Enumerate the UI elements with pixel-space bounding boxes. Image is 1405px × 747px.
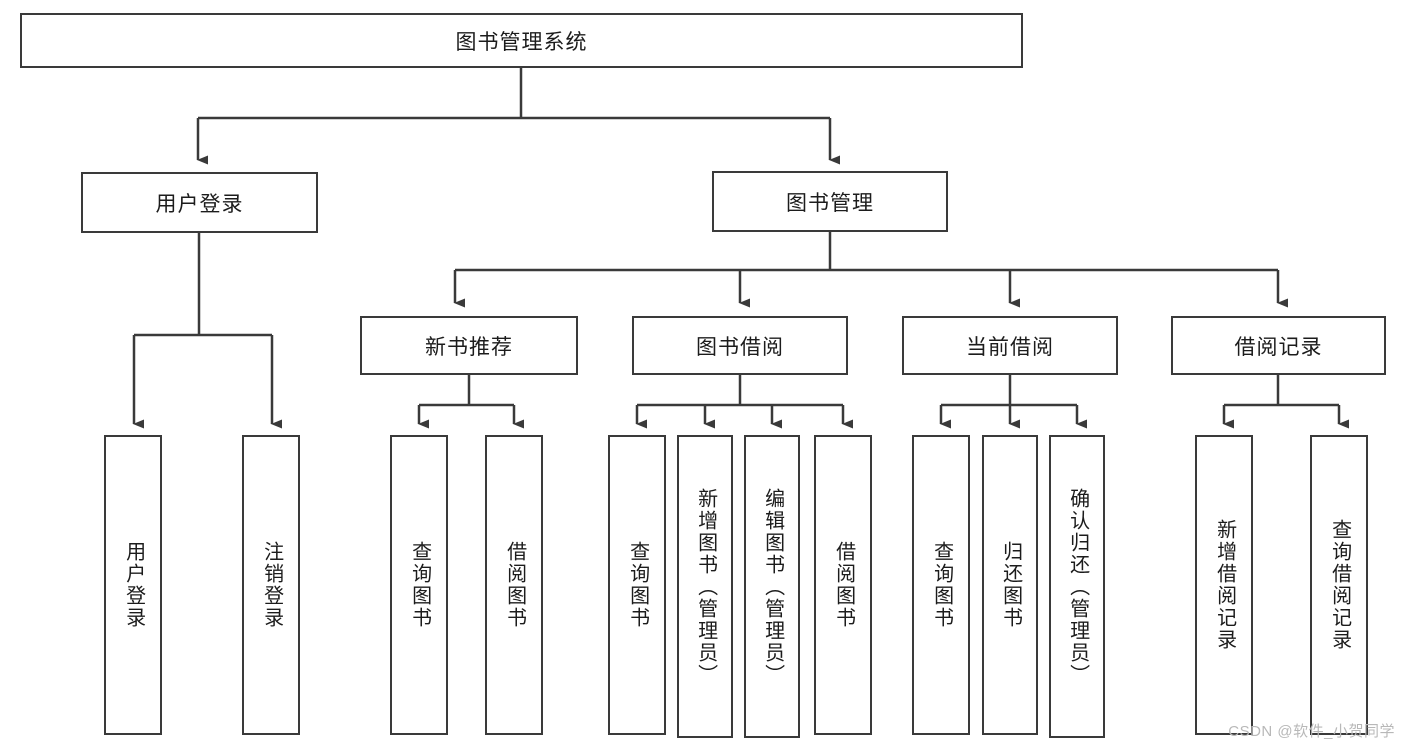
leaf-user-logout[interactable]: 注销登录 — [242, 435, 300, 735]
node-label: 确认归还（管理员） — [1066, 487, 1089, 686]
node-label: 查询借阅记录 — [1328, 519, 1351, 651]
leaf-borrow-book[interactable]: 借阅图书 — [814, 435, 872, 735]
node-label: 查询图书 — [626, 541, 649, 629]
leaf-confirm-return-admin[interactable]: 确认归还（管理员） — [1049, 435, 1105, 738]
leaf-query-borrow-record[interactable]: 查询借阅记录 — [1310, 435, 1368, 735]
node-label: 查询图书 — [408, 541, 431, 629]
leaf-borrow-book-recommend[interactable]: 借阅图书 — [485, 435, 543, 735]
leaf-return-book[interactable]: 归还图书 — [982, 435, 1038, 735]
leaf-query-book-recommend[interactable]: 查询图书 — [390, 435, 448, 735]
leaf-query-book-current[interactable]: 查询图书 — [912, 435, 970, 735]
node-root-system[interactable]: 图书管理系统 — [20, 13, 1023, 68]
leaf-add-book-admin[interactable]: 新增图书（管理员） — [677, 435, 733, 738]
node-borrow-record[interactable]: 借阅记录 — [1171, 316, 1386, 375]
watermark: CSDN @软件_小贺同学 — [1228, 723, 1395, 740]
leaf-add-borrow-record[interactable]: 新增借阅记录 — [1195, 435, 1253, 735]
node-label: 归还图书 — [999, 541, 1022, 629]
node-new-book-recommend[interactable]: 新书推荐 — [360, 316, 578, 375]
node-label: 用户登录 — [122, 541, 145, 629]
node-label: 借阅图书 — [503, 541, 526, 629]
node-user-login[interactable]: 用户登录 — [81, 172, 318, 233]
node-book-borrow[interactable]: 图书借阅 — [632, 316, 848, 375]
node-label: 注销登录 — [260, 541, 283, 629]
node-label: 新书推荐 — [425, 335, 513, 359]
node-label: 查询图书 — [930, 541, 953, 629]
leaf-edit-book-admin[interactable]: 编辑图书（管理员） — [744, 435, 800, 738]
node-label: 新增借阅记录 — [1213, 519, 1236, 651]
node-current-borrow[interactable]: 当前借阅 — [902, 316, 1118, 375]
node-label: 借阅图书 — [832, 541, 855, 629]
node-label: 借阅记录 — [1234, 335, 1323, 359]
node-label: 新增图书（管理员） — [694, 487, 717, 686]
node-label: 编辑图书（管理员） — [761, 487, 784, 686]
leaf-user-login[interactable]: 用户登录 — [104, 435, 162, 735]
node-label: 当前借阅 — [966, 335, 1054, 359]
node-label: 用户登录 — [155, 192, 244, 216]
node-label: 图书管理系统 — [455, 30, 588, 54]
node-label: 图书管理 — [786, 191, 874, 215]
node-label: 图书借阅 — [696, 335, 784, 359]
leaf-query-book-borrow[interactable]: 查询图书 — [608, 435, 666, 735]
node-book-management[interactable]: 图书管理 — [712, 171, 948, 232]
